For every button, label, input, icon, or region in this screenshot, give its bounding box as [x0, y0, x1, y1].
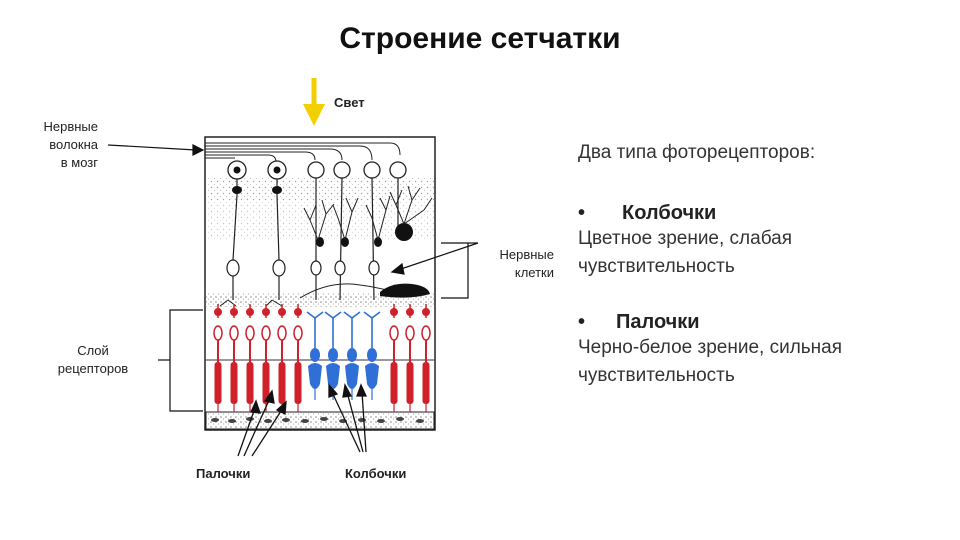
nerve-fibers-label-line: Нервные — [43, 119, 98, 134]
light-label: Свет — [334, 95, 365, 110]
type-name: Колбочки — [622, 202, 717, 224]
receptor-layer-label: Слой рецепторов — [48, 342, 138, 378]
nerve-fibers-label: Нервные волокна в мозг — [20, 118, 98, 172]
light-arrow-icon — [303, 78, 325, 126]
nerve-fibers-pointer — [107, 144, 205, 156]
type-desc: Черно-белое зрение, сильная чувствительн… — [578, 334, 938, 390]
type-desc-line: Цветное зрение, слабая — [578, 228, 793, 249]
receptor-layer-label-line: рецепторов — [57, 361, 129, 376]
rods-pointers — [237, 389, 287, 457]
nerve-cells-bracket — [441, 242, 478, 299]
page-title: Строение сетчатки — [339, 22, 621, 55]
bullet: • — [578, 311, 586, 333]
rods — [213, 304, 431, 412]
rod-cell — [261, 304, 271, 412]
type-desc-line: чувствительность — [578, 365, 735, 386]
rod-cell — [213, 304, 223, 412]
amacrine-cells — [232, 186, 413, 247]
cone-cell — [343, 311, 361, 400]
cones — [306, 311, 381, 400]
cone-cell — [363, 311, 381, 400]
info-intro: Два типа фоторецепторов: — [578, 142, 816, 163]
nerve-fibers — [205, 142, 401, 163]
bipolar-cells — [226, 259, 380, 277]
rod-cell — [389, 304, 399, 412]
nerve-fibers-label-line: в мозг — [60, 155, 98, 170]
type-desc-line: Черно-белое зрение, сильная — [578, 337, 843, 358]
horizontal-cell — [380, 283, 430, 298]
receptor-layer-bracket — [169, 309, 203, 412]
rod-cell — [405, 304, 415, 412]
type-item-rods: • Палочки — [578, 311, 938, 334]
type-desc-line: чувствительность — [578, 256, 735, 277]
rod-cell — [421, 304, 431, 412]
rod-cell — [277, 304, 287, 412]
rod-cell — [245, 304, 255, 412]
nerve-cells-label-line: клетки — [514, 265, 554, 280]
rod-cell — [293, 304, 303, 412]
cones-label: Колбочки — [345, 466, 407, 481]
pigment-epithelium — [205, 411, 435, 430]
cone-cell — [306, 311, 324, 400]
type-desc: Цветное зрение, слабая чувствительность — [578, 225, 938, 281]
receptor-layer-label-line: Слой — [77, 343, 109, 358]
cone-cell — [324, 311, 342, 400]
rods-label: Палочки — [196, 466, 251, 481]
nerve-fibers-label-line: волокна — [49, 137, 98, 152]
type-name: Палочки — [616, 311, 700, 333]
outer-plexiform-layer — [206, 293, 434, 307]
cones-pointers — [328, 383, 368, 453]
photoreceptor-info: Два типа фоторецепторов: • Колбочки Цвет… — [578, 140, 938, 390]
bullet: • — [578, 202, 586, 224]
ganglion-layer — [206, 178, 434, 200]
type-item-cones: • Колбочки — [578, 202, 938, 225]
nerve-cells-label-line: Нервные — [499, 247, 554, 262]
rod-cell — [229, 304, 239, 412]
nerve-cells-label: Нервные клетки — [478, 246, 554, 282]
